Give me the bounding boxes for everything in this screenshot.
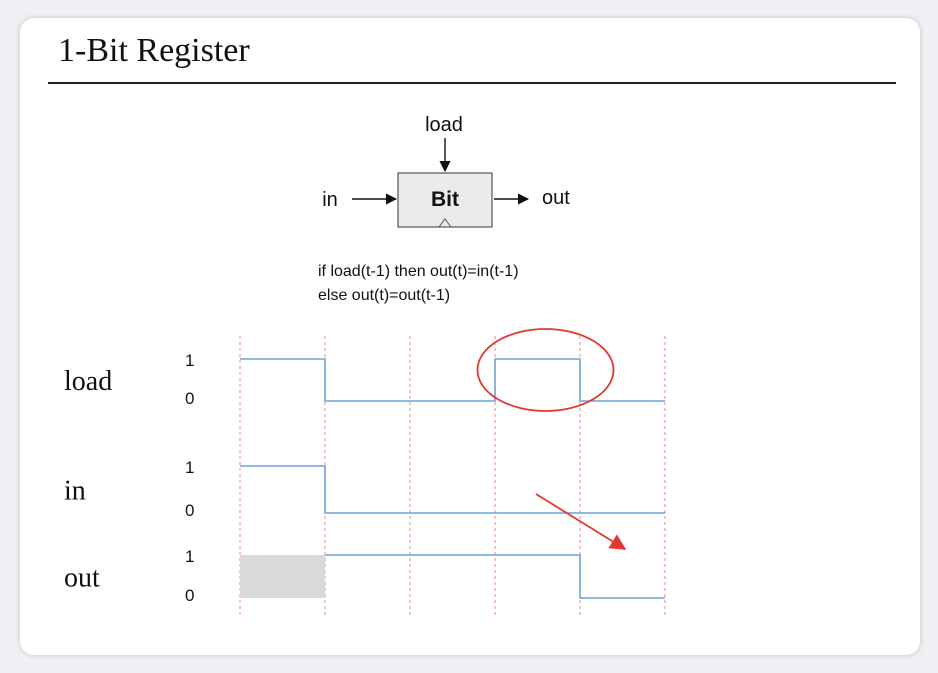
annotation-arrow [535, 493, 627, 550]
spec-line-1: if load(t-1) then out(t)=in(t-1) [318, 263, 519, 280]
level-label-high: 1 [185, 458, 194, 477]
chip-output-label: out [542, 187, 570, 209]
undefined-state-fill [240, 555, 325, 598]
waveform-load [240, 358, 665, 402]
chip-name: Bit [431, 188, 459, 211]
spec-line-2: else out(t)=out(t-1) [318, 287, 450, 304]
timing-diagram: load 1 0 in 1 0 out 1 0 [64, 328, 666, 616]
slide-title: 1-Bit Register [58, 32, 250, 69]
level-label-low: 0 [185, 586, 194, 605]
chip-box [397, 172, 493, 228]
signal-name-load: load [64, 366, 112, 397]
level-label-high: 1 [185, 547, 194, 566]
signal-name-out: out [64, 563, 100, 594]
level-label-low: 0 [185, 501, 194, 520]
waveform-in [240, 465, 665, 514]
title-underline [48, 82, 896, 84]
bit-chip: Bit [397, 172, 493, 228]
chip-input-label: in [322, 189, 338, 211]
slide: 1-Bit Register Bit in out load if load(t… [20, 18, 920, 655]
waveform-out [325, 554, 665, 599]
signal-name-in: in [64, 476, 86, 507]
clock-triangle-icon [438, 218, 452, 228]
chip-load-label: load [425, 114, 463, 136]
highlight-ellipse [476, 328, 615, 412]
level-label-low: 0 [185, 389, 194, 408]
level-label-high: 1 [185, 351, 194, 370]
register-diagram: Bit in out load if load(t-1) then out(t)… [64, 114, 666, 616]
